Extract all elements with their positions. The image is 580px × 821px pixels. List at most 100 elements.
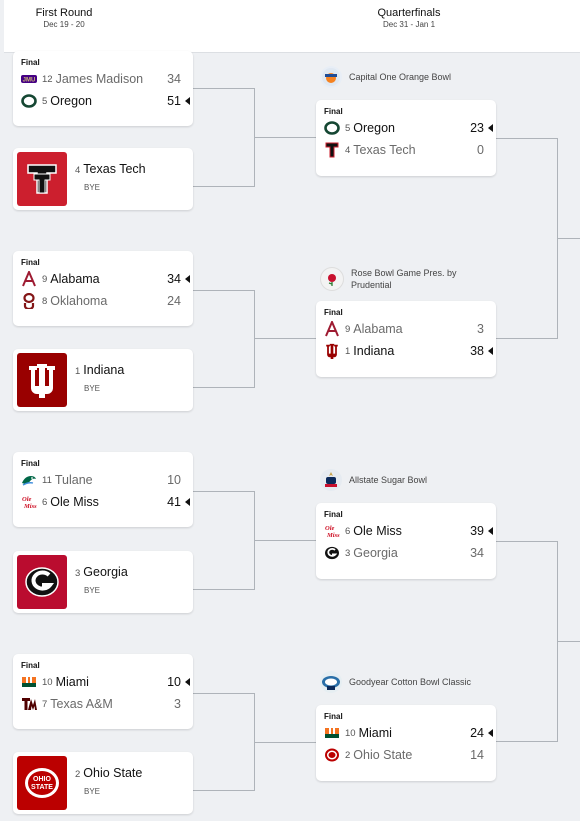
team-row[interactable]: 10 Miami 24 [324, 723, 496, 743]
svg-text:Ole: Ole [22, 496, 32, 503]
team-row[interactable]: 3 Georgia 34 [324, 543, 496, 563]
score: 3 [477, 322, 484, 336]
georgia-logo [17, 555, 67, 609]
bracket-header: First Round Dec 19 - 20 Quarterfinals De… [4, 0, 580, 53]
score: 3 [174, 697, 181, 711]
tulane-logo [21, 472, 37, 488]
svg-text:JMU: JMU [23, 78, 36, 84]
score: 0 [477, 143, 484, 157]
score: 24 [470, 726, 484, 740]
team-name: Alabama [353, 322, 403, 336]
svg-text:Miss: Miss [23, 503, 37, 509]
james-madison-logo: JMU [21, 71, 37, 87]
team-name: Oklahoma [50, 294, 108, 308]
quarterfinal-game-2[interactable]: Final 9 Alabama 3 1 Indiana 38 [316, 301, 496, 377]
first-round-game-2[interactable]: Final 9 Alabama 34 8 Oklahoma 24 [13, 251, 193, 326]
team-row[interactable]: 9 Alabama 3 [324, 319, 496, 339]
winner-arrow-icon [484, 521, 496, 541]
team-row[interactable]: 4 Texas Tech 0 [324, 140, 496, 160]
bye-team: 4 Texas Tech [75, 162, 146, 176]
svg-text:STATE: STATE [31, 784, 53, 791]
round-header-quarterfinals[interactable]: Quarterfinals Dec 31 - Jan 1 [359, 7, 459, 29]
seed: 6 [42, 496, 48, 508]
seed: 2 [75, 769, 81, 780]
score: 10 [167, 473, 181, 487]
team-row[interactable]: 9 Alabama 34 [21, 269, 193, 289]
game-status: Final [324, 712, 343, 721]
team-name: Miami [358, 726, 392, 740]
team-name: Ohio State [353, 748, 413, 762]
bowl-header-orange[interactable]: Capital One Orange Bowl [320, 66, 451, 88]
bowl-header-rose[interactable]: Rose Bowl Game Pres. by Prudential [320, 267, 479, 291]
bye-label: BYE [84, 787, 101, 796]
alabama-logo [324, 321, 340, 337]
seed: 5 [345, 122, 351, 134]
bye-team: 2 Ohio State [75, 766, 142, 780]
team-row[interactable]: 2 Ohio State 14 [324, 745, 496, 765]
georgia-logo [324, 545, 340, 561]
team-row[interactable]: JMU 12 James Madison 34 [21, 69, 193, 89]
team-name: Texas Tech [83, 162, 146, 176]
round-title: Quarterfinals [377, 7, 441, 19]
team-row[interactable]: 5 Oregon 51 [21, 91, 193, 111]
score: 34 [167, 72, 181, 86]
team-name: Ohio State [83, 766, 143, 780]
oregon-logo [324, 120, 340, 136]
team-row[interactable]: 1 Indiana 38 [324, 341, 496, 361]
round-title: First Round [35, 7, 93, 19]
winner-arrow-icon [181, 269, 193, 289]
seed: 12 [42, 73, 53, 85]
bowl-header-sugar[interactable]: Allstate Sugar Bowl [320, 469, 427, 491]
seed: 1 [345, 345, 351, 357]
seed: 8 [42, 295, 48, 307]
rose-bowl-logo [320, 267, 344, 291]
round-header-first-round[interactable]: First Round Dec 19 - 20 [20, 7, 108, 29]
bowl-name: Capital One Orange Bowl [349, 72, 452, 82]
team-row[interactable]: 8 Oklahoma 24 [21, 291, 193, 311]
quarterfinal-game-4[interactable]: Final 10 Miami 24 2 Ohio State 14 [316, 705, 496, 781]
team-row[interactable]: 10 Miami 10 [21, 672, 193, 692]
svg-text:Miss: Miss [326, 532, 340, 538]
bowl-header-cotton[interactable]: Goodyear Cotton Bowl Classic [320, 671, 471, 693]
score: 34 [470, 546, 484, 560]
score: 41 [167, 495, 181, 509]
svg-text:OHIO: OHIO [33, 776, 51, 783]
seed: 10 [345, 727, 356, 739]
game-status: Final [324, 107, 343, 116]
team-name: Indiana [83, 363, 125, 377]
score: 51 [167, 94, 181, 108]
first-round-game-4[interactable]: Final 10 Miami 10 7 Texas A&M 3 [13, 654, 193, 729]
svg-text:Ole: Ole [325, 525, 335, 532]
bowl-name: Goodyear Cotton Bowl Classic [349, 677, 472, 687]
first-round-game-1[interactable]: Final JMU 12 James Madison 34 5 Oregon 5… [13, 51, 193, 126]
alabama-logo [21, 271, 37, 287]
score: 14 [470, 748, 484, 762]
seed: 9 [42, 273, 48, 285]
quarterfinal-game-1[interactable]: Final 5 Oregon 23 4 Texas Tech 0 [316, 100, 496, 176]
seed: 6 [345, 525, 351, 537]
bye-card-1[interactable]: 4 Texas Tech BYE [13, 148, 193, 210]
team-row[interactable]: 11 Tulane 10 [21, 470, 193, 490]
bye-label: BYE [84, 384, 101, 393]
bye-card-3[interactable]: 3 Georgia BYE [13, 551, 193, 613]
team-row[interactable]: 7 Texas A&M 3 [21, 694, 193, 714]
score: 34 [167, 272, 181, 286]
score: 10 [167, 675, 181, 689]
miami-logo [21, 674, 37, 690]
seed: 4 [75, 165, 81, 176]
team-row[interactable]: 5 Oregon 23 [324, 118, 496, 138]
bye-card-2[interactable]: 1 Indiana BYE [13, 349, 193, 411]
winner-arrow-icon [181, 672, 193, 692]
winner-arrow-icon [484, 341, 496, 361]
score: 24 [167, 294, 181, 308]
bye-team: 1 Indiana [75, 363, 124, 377]
bye-team: 3 Georgia [75, 565, 128, 579]
seed: 1 [75, 366, 81, 377]
team-name: Texas Tech [353, 143, 416, 157]
